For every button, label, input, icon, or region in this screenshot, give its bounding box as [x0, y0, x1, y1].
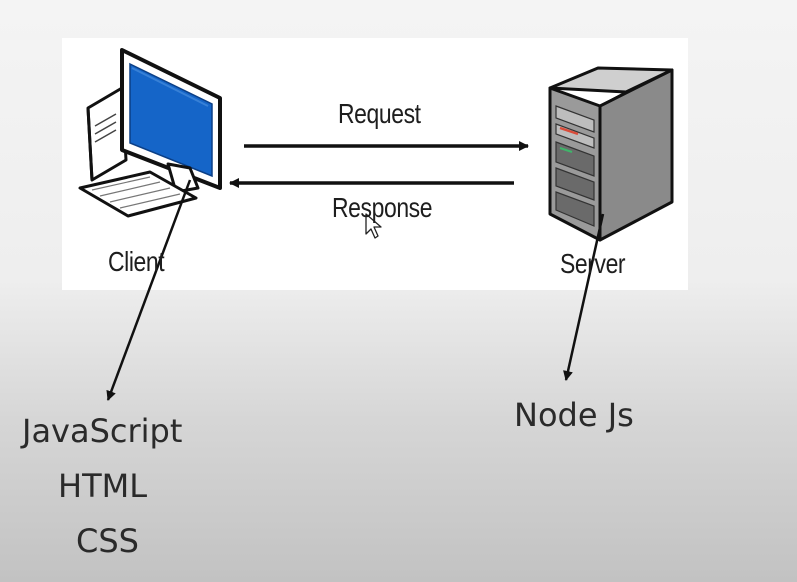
- client-tech-javascript: JavaScript: [22, 412, 183, 450]
- client-label: Client: [108, 246, 165, 277]
- client-computer-icon: [78, 48, 222, 218]
- client-tech-html: HTML: [58, 467, 148, 505]
- server-icon: [548, 66, 674, 242]
- client-tech-css: CSS: [76, 522, 139, 560]
- client-pointer-arrow: [106, 179, 192, 401]
- request-label: Request: [338, 98, 421, 129]
- server-tech-nodejs: Node Js: [514, 396, 634, 434]
- server-pointer-arrow: [563, 213, 605, 381]
- response-label: Response: [332, 192, 433, 223]
- server-label: Server: [560, 248, 626, 279]
- mouse-cursor-icon: [365, 213, 382, 239]
